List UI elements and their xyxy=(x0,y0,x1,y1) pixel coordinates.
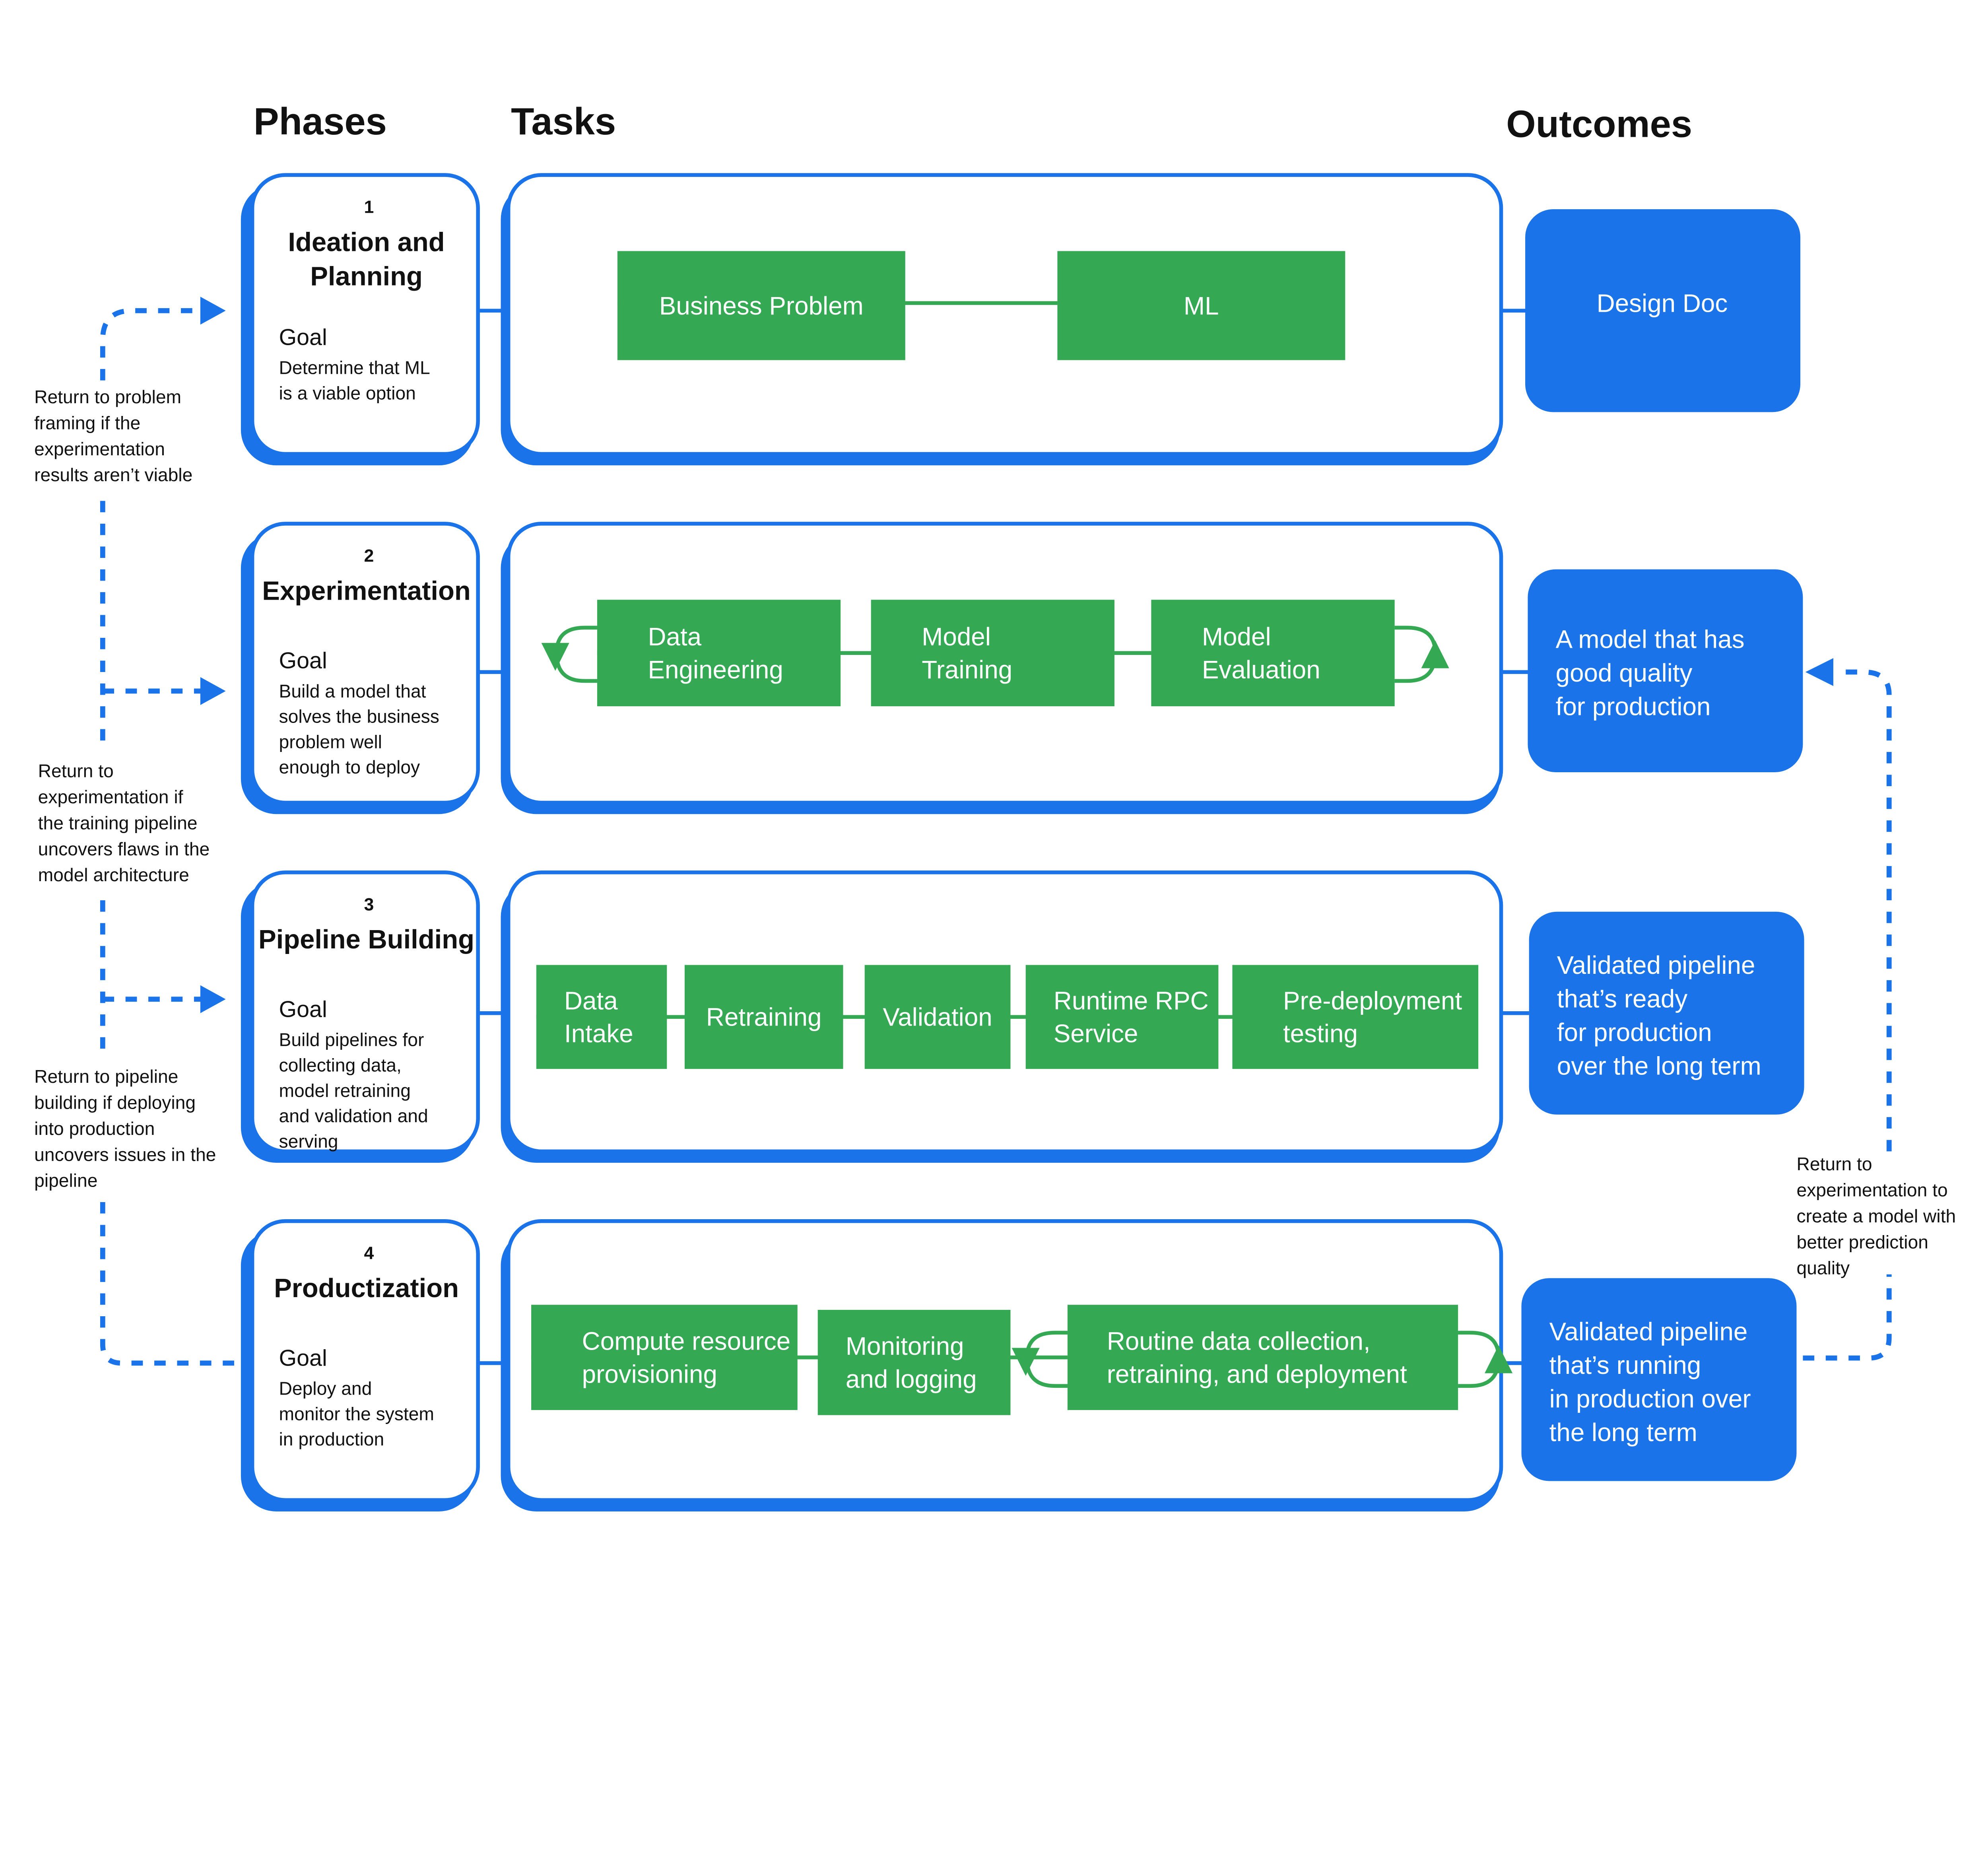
arrow-head-icon xyxy=(200,677,226,705)
loop-arrow-up-icon xyxy=(1485,1345,1513,1373)
phases-header: Phases xyxy=(254,100,387,143)
goal-label: Goal xyxy=(279,648,327,673)
phase-title: Productization xyxy=(274,1273,459,1303)
task-label: Validation xyxy=(883,1003,992,1032)
tasks-panel-1: Business Problem ML xyxy=(501,173,1503,466)
phase-title: Pipeline Building xyxy=(258,925,474,954)
outcomes-header: Outcomes xyxy=(1506,103,1692,145)
arrow-head-icon xyxy=(1805,658,1833,686)
task-box: Validation xyxy=(864,965,1011,1069)
return-path-experimentation xyxy=(100,501,203,748)
phase-number: 4 xyxy=(364,1243,374,1263)
goal-label: Goal xyxy=(279,324,327,350)
outcome-card-1: Design Doc xyxy=(1525,209,1801,412)
tasks-header: Tasks xyxy=(511,100,616,143)
task-box: Business Problem xyxy=(617,251,905,360)
loop-arrow-up-icon xyxy=(1421,640,1449,668)
loop-arrow-down-icon xyxy=(1011,1348,1040,1376)
return-path-outcome xyxy=(1803,669,1892,1361)
task-label: Routine data collection,retraining, and … xyxy=(1107,1327,1407,1388)
phase-number: 2 xyxy=(364,546,374,566)
task-box: Routine data collection,retraining, and … xyxy=(1067,1305,1458,1410)
arrow-head-icon xyxy=(200,985,226,1013)
task-label: Retraining xyxy=(706,1003,822,1032)
task-label: ML xyxy=(1184,291,1219,320)
phase-number: 1 xyxy=(364,198,374,217)
task-box: ML xyxy=(1057,251,1345,360)
outcome-label: Design Doc xyxy=(1597,289,1728,317)
goal-label: Goal xyxy=(279,1345,327,1371)
phase-title: Experimentation xyxy=(262,576,471,606)
phase-number: 3 xyxy=(364,895,374,915)
task-label: Business Problem xyxy=(659,291,864,320)
loop-arrow-down-icon xyxy=(541,643,569,671)
return-path-pipeline-building xyxy=(100,900,203,1059)
goal-label: Goal xyxy=(279,997,327,1022)
return-path-problem-framing xyxy=(100,308,203,381)
task-box: Retraining xyxy=(684,965,843,1069)
arrow-head-icon xyxy=(200,297,226,325)
return-path-productization xyxy=(100,1202,239,1366)
